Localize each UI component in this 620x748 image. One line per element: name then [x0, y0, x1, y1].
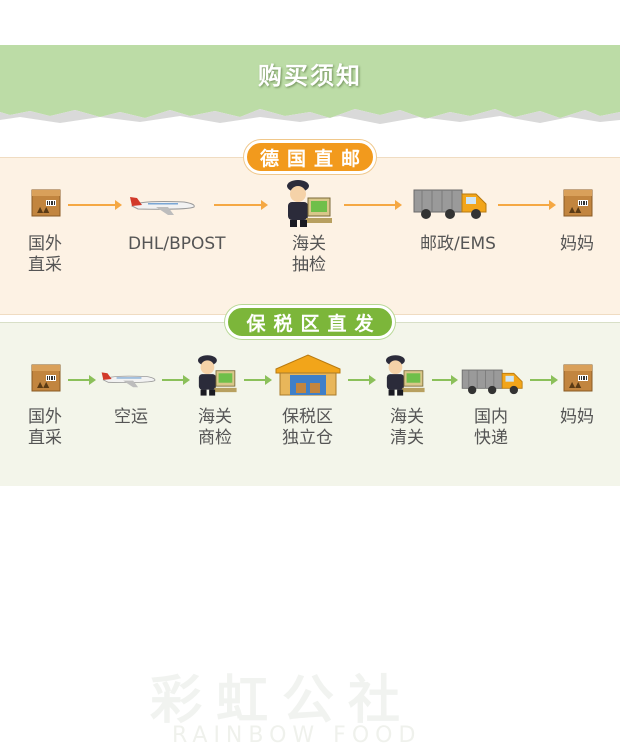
airplane-icon: [101, 372, 156, 388]
section-bonded-zone: 彩虹公社 RAINBOW FOOD 保税区直发 ▲▲ 国外直采 空运 海关商检: [0, 305, 620, 748]
step-label-5: 妈妈: [560, 234, 594, 254]
step-label-2: 空运: [114, 407, 148, 427]
customs-officer-icon: [386, 355, 425, 396]
section-germany-direct: 德国直邮 ▲▲ 国外直采 DHL/BPOST 海关抽检 邮政/EMS: [0, 140, 620, 315]
watermark-subtext: RAINBOW FOOD: [172, 723, 422, 748]
svg-text:▲▲: ▲▲: [37, 205, 50, 214]
flow-arrow: [348, 375, 376, 385]
svg-text:▲▲: ▲▲: [569, 205, 582, 214]
package-icon: ▲▲: [31, 364, 61, 392]
truck-icon: [413, 189, 487, 219]
step-label-4: 邮政/EMS: [420, 234, 496, 254]
step-label-2: DHL/BPOST: [128, 234, 226, 254]
header-banner: 购买须知: [0, 45, 620, 107]
package-icon: ▲▲: [563, 364, 593, 392]
svg-text:▲▲: ▲▲: [569, 380, 582, 389]
flow-arrow: [162, 375, 190, 385]
watermark-text: 彩虹公社: [150, 671, 415, 731]
truck-icon: [461, 369, 523, 395]
step-label-1: 国外直采: [28, 234, 62, 275]
customs-officer-icon: [198, 355, 237, 396]
step-label-5: 海关清关: [390, 407, 424, 448]
flow-arrow: [68, 200, 122, 210]
flow-arrow: [498, 200, 556, 210]
flow-arrow: [530, 375, 558, 385]
section-title-germany-direct: 德国直邮: [244, 140, 376, 174]
flow-arrow: [432, 375, 458, 385]
step-label-4: 保税区独立仓: [282, 407, 333, 448]
step-label-3: 海关商检: [198, 407, 232, 448]
package-icon: ▲▲: [563, 189, 593, 217]
step-label-7: 妈妈: [560, 407, 594, 427]
step-label-6: 国内快递: [474, 407, 508, 448]
step-label-1: 国外直采: [28, 407, 62, 448]
warehouse-icon: [275, 354, 341, 396]
flow-arrow: [344, 200, 402, 210]
customs-officer-icon: [287, 180, 332, 227]
flow-arrow: [244, 375, 272, 385]
section-title-bonded-zone: 保税区直发: [225, 305, 395, 339]
svg-text:▲▲: ▲▲: [37, 380, 50, 389]
page-title: 购买须知: [258, 62, 362, 90]
airplane-icon: [130, 197, 195, 215]
step-label-3: 海关抽检: [292, 234, 326, 275]
flow-arrow: [214, 200, 268, 210]
package-icon: ▲▲: [31, 189, 61, 217]
flow-arrow: [68, 375, 96, 385]
torn-paper-edge: [0, 100, 620, 124]
